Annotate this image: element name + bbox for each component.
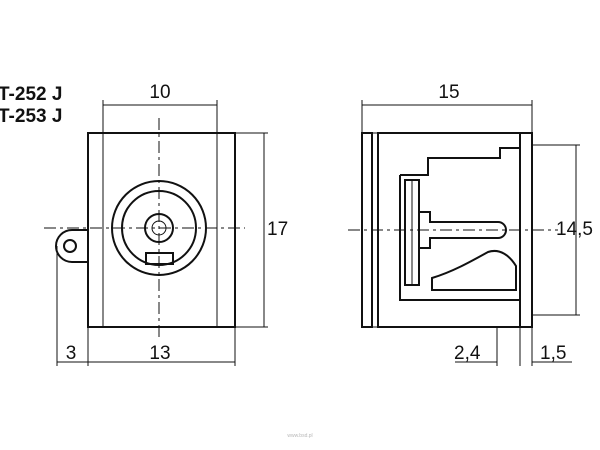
dim-side-bottom-right: 1,5 [540, 343, 566, 364]
dim-front-width-bottom: 13 [149, 343, 170, 364]
model-label-1: T-252 J [0, 84, 62, 105]
side-view: 15 14,5 2,4 1,5 [348, 82, 593, 366]
side-cavity-bottom [399, 175, 520, 301]
dim-side-depth: 15 [438, 82, 459, 103]
dim-side-bottom-left: 2,4 [454, 343, 481, 364]
front-view: 10 17 13 3 [44, 82, 288, 366]
dim-side-height: 14,5 [556, 219, 593, 240]
side-cavity-top [400, 147, 520, 176]
watermark-text: www.bsd.pl [287, 433, 312, 439]
dim-front-width-top: 10 [149, 82, 170, 103]
front-body-outline [87, 132, 236, 328]
side-center-pin [418, 211, 507, 249]
front-mounting-lug [55, 229, 88, 263]
dim-lug-width: 3 [66, 343, 77, 364]
front-lug-hole [63, 239, 77, 253]
side-spring-contact [431, 250, 517, 291]
model-label-2: T-253 J [0, 106, 62, 127]
dim-front-height: 17 [267, 219, 288, 240]
